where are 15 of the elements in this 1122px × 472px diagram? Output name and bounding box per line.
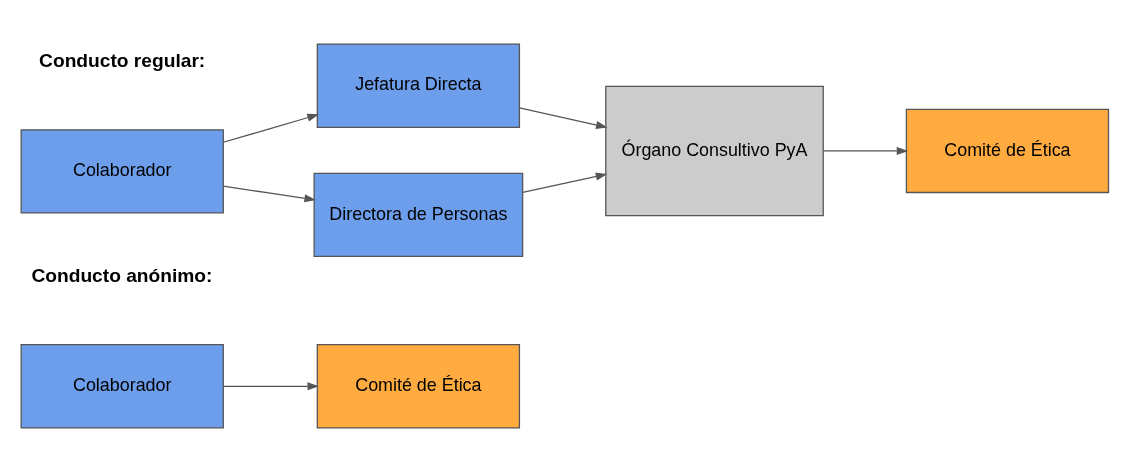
node-box: Comité de Ética — [316, 344, 521, 429]
arrow — [522, 172, 608, 194]
arrow — [222, 113, 319, 143]
node-box: Órgano Consultivo PyA — [605, 85, 824, 217]
label: Conducto regular: — [39, 50, 206, 72]
node-box: Jefatura Directa — [316, 43, 521, 128]
node-box: Colaborador — [20, 129, 224, 214]
node-box: Colaborador — [20, 344, 224, 429]
arrow — [822, 146, 909, 155]
arrow — [222, 382, 319, 391]
node-box: Directora de Personas — [313, 172, 524, 258]
node-box: Comité de Ética — [905, 108, 1110, 194]
arrow — [518, 107, 608, 129]
label: Conducto anónimo: — [31, 265, 213, 287]
arrow — [222, 185, 316, 203]
